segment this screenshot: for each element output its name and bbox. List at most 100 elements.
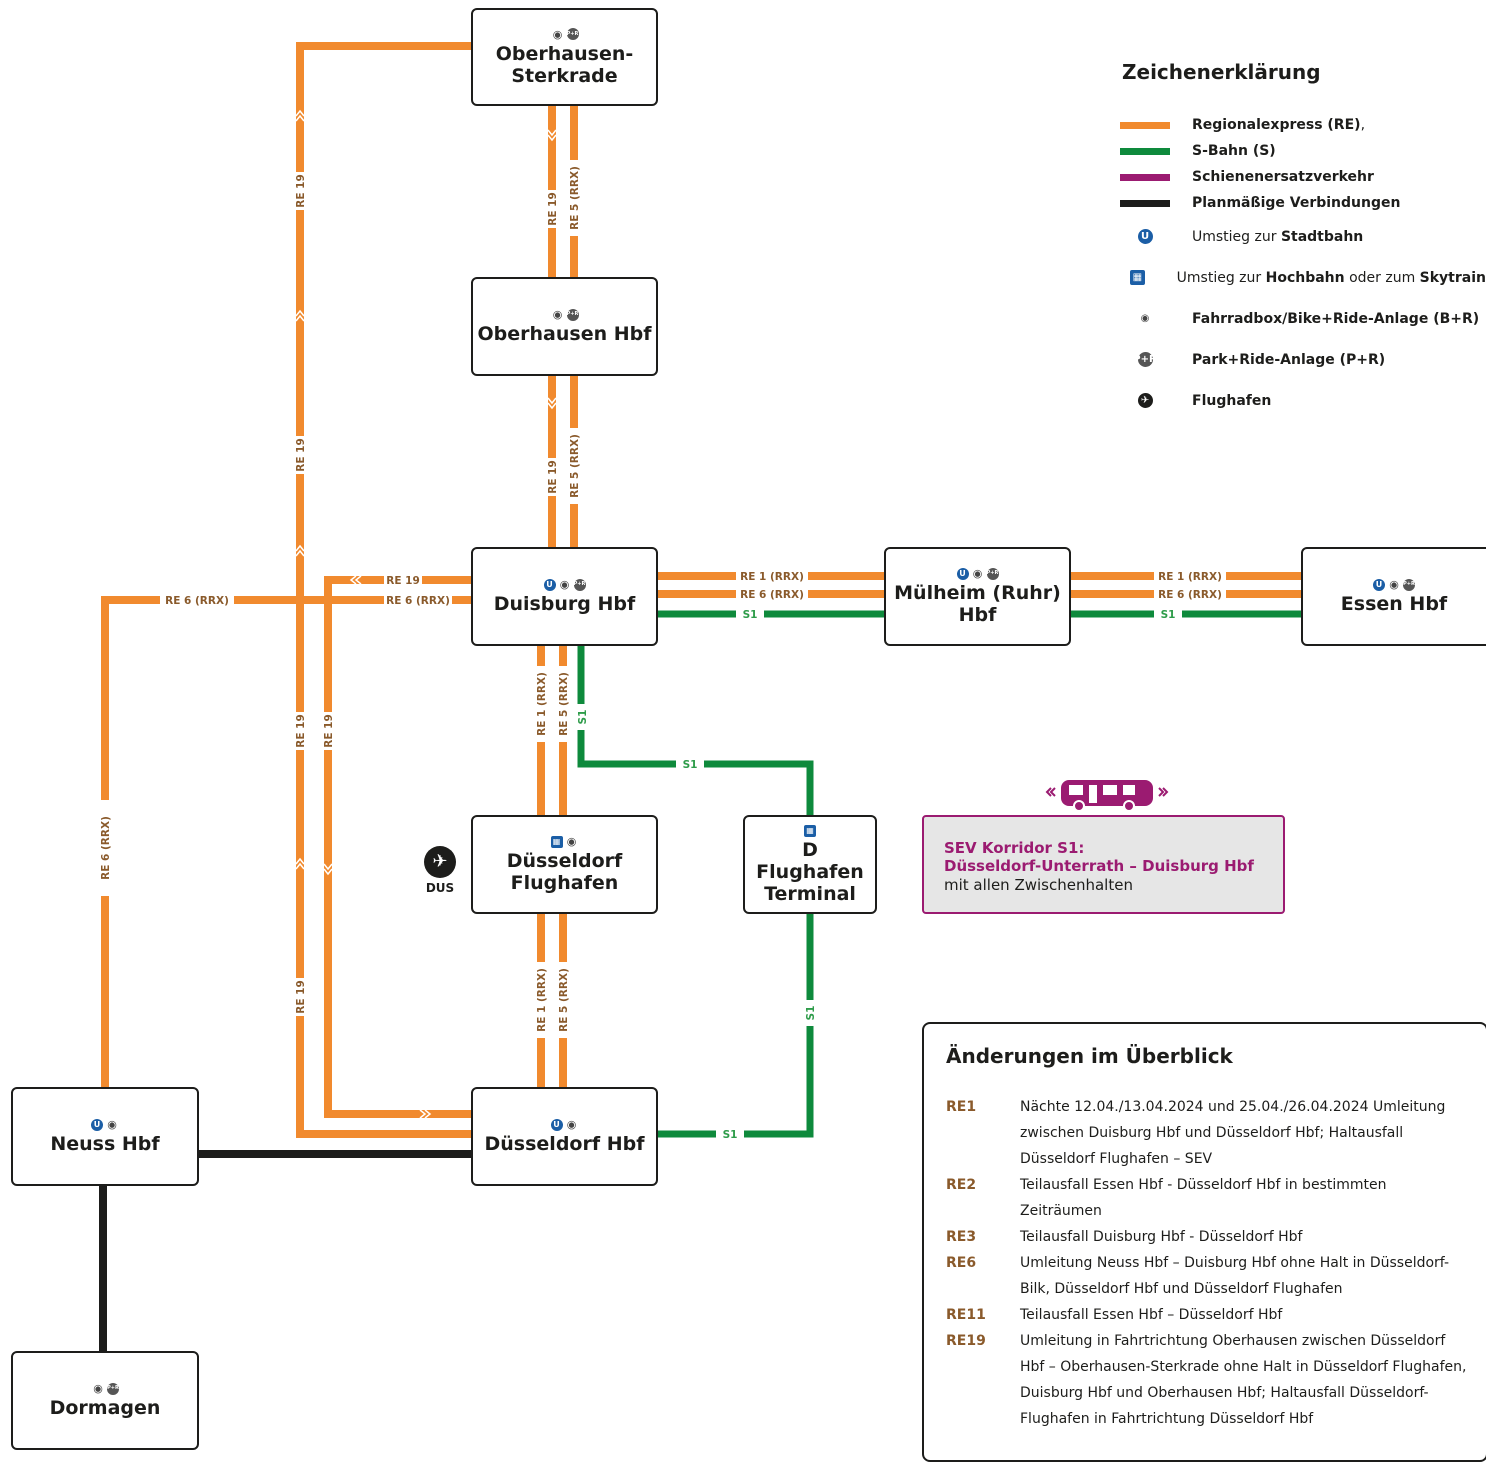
bike-icon: ◉ [566, 1118, 577, 1131]
station-muelheim[interactable]: U◉P+R Mülheim (Ruhr) Hbf [884, 547, 1071, 646]
bike-icon: ◉ [107, 1118, 117, 1131]
park-ride-icon: P+R [1403, 578, 1415, 591]
u-bahn-icon: U [956, 567, 969, 580]
label-re19-b: RE 19 [295, 438, 307, 472]
label-re5-a: RE 5 (RRX) [569, 166, 581, 230]
station-name: Essen Hbf [1340, 593, 1448, 615]
legend-s: S-Bahn (S) [1192, 143, 1276, 159]
label-re6-east2: RE 6 (RRX) [1158, 589, 1222, 601]
station-d-flughafen-terminal[interactable]: ▦ D Flughafen Terminal [743, 815, 877, 914]
airport-code: DUS [425, 881, 455, 895]
line-labels: RE 19 RE 19 RE 19 RE 19 RE 19 RE 19 RE 1… [97, 160, 1226, 1141]
label-re1-b: RE 1 (RRX) [536, 968, 548, 1032]
station-name: Dormagen [49, 1397, 161, 1419]
label-re5-b: RE 5 (RRX) [569, 434, 581, 498]
u-bahn-icon: U [91, 1118, 103, 1131]
station-name: Düsseldorf Hbf [484, 1133, 645, 1155]
plan-swatch [1120, 199, 1170, 207]
label-s1-duesseldorf: S1 [723, 1129, 738, 1141]
sev-route: Düsseldorf-Unterrath – Duisburg Hbf [944, 857, 1254, 875]
legend-row-pr: P+R Park+Ride-Anlage (P+R) [1120, 339, 1486, 380]
bike-icon: ◉ [552, 308, 563, 321]
skytrain-icon: ▦ [550, 835, 563, 848]
skytrain-icon: ▦ [1129, 270, 1145, 285]
label-re6-west: RE 6 (RRX) [165, 595, 229, 607]
park-ride-icon: P+R [1133, 352, 1157, 367]
label-re6-east1: RE 6 (RRX) [740, 589, 804, 601]
label-re1-a: RE 1 (RRX) [536, 672, 548, 736]
s-swatch [1120, 147, 1170, 155]
station-name: Mülheim (Ruhr) Hbf [894, 582, 1061, 626]
station-name: Düsseldorf Flughafen [506, 850, 623, 894]
park-ride-icon: P+R [566, 308, 579, 321]
legend-row-bike: ◉ Fahrradbox/Bike+Ride-Anlage (B+R) [1120, 298, 1486, 339]
station-duisburg-hbf[interactable]: U◉P+R Duisburg Hbf [471, 547, 658, 646]
label-re1-east2: RE 1 (RRX) [1158, 571, 1222, 583]
legend-row-re: Regionalexpress (RE), [1120, 112, 1486, 138]
station-duesseldorf-flughafen[interactable]: ▦◉ Düsseldorf Flughafen [471, 815, 658, 914]
label-re6-vertical: RE 6 (RRX) [100, 816, 112, 880]
airport-marker: ✈ DUS [420, 846, 460, 895]
park-ride-icon: P+R [986, 567, 999, 580]
label-re6-duisburg: RE 6 (RRX) [386, 595, 450, 607]
bus-icon [1045, 780, 1169, 812]
legend-row-air: ✈ Flughafen [1120, 380, 1486, 421]
station-name: Neuss Hbf [50, 1133, 160, 1155]
station-name: Oberhausen Hbf [477, 323, 652, 345]
bike-icon: ◉ [566, 835, 577, 848]
airplane-icon: ✈ [1137, 393, 1153, 408]
station-name: Oberhausen- Sterkrade [495, 42, 634, 87]
label-re5-d: RE 5 (RRX) [558, 968, 570, 1032]
label-re19-a: RE 19 [295, 174, 307, 208]
re-swatch [1120, 121, 1170, 129]
label-re19-d: RE 19 [323, 714, 335, 748]
u-bahn-icon: U [1373, 578, 1385, 591]
legend-air: Flughafen [1192, 392, 1272, 409]
u-bahn-icon: U [1137, 229, 1153, 244]
label-re1-east1: RE 1 (RRX) [740, 571, 804, 583]
station-duesseldorf-hbf[interactable]: U◉ Düsseldorf Hbf [471, 1087, 658, 1186]
legend-plan: Planmäßige Verbindungen [1192, 195, 1401, 211]
airplane-icon: ✈ [424, 846, 456, 878]
label-s1-duisburg: S1 [577, 710, 589, 725]
legend: Zeichenerklärung Regionalexpress (RE), S… [1120, 60, 1486, 421]
u-bahn-icon: U [543, 578, 556, 591]
label-re19-g: RE 19 [547, 460, 559, 494]
sev-title: SEV Korridor S1: [944, 839, 1085, 857]
sev-note: mit allen Zwischenhalten [944, 876, 1133, 894]
legend-re: Regionalexpress (RE) [1192, 117, 1361, 133]
planned-lines [99, 1150, 472, 1352]
bike-icon: ◉ [1140, 312, 1150, 324]
bike-icon: ◉ [93, 1382, 103, 1395]
legend-bike: Fahrradbox/Bike+Ride-Anlage (B+R) [1192, 310, 1480, 327]
legend-row-sky: ▦ Umstieg zur Hochbahn oder zum Skytrain [1120, 257, 1486, 298]
bike-icon: ◉ [1389, 578, 1399, 591]
label-s1-east2: S1 [1161, 609, 1176, 621]
station-oberhausen-sterkrade[interactable]: ◉P+R Oberhausen- Sterkrade [471, 8, 658, 106]
skytrain-icon: ▦ [804, 824, 816, 837]
label-re19-c: RE 19 [295, 714, 307, 748]
station-dormagen[interactable]: ◉P+R Dormagen [11, 1351, 199, 1450]
park-ride-icon: P+R [573, 578, 586, 591]
station-oberhausen-hbf[interactable]: ◉P+R Oberhausen Hbf [471, 277, 658, 376]
legend-pr: Park+Ride-Anlage (P+R) [1192, 351, 1386, 368]
legend-sev: Schienenersatzverkehr [1192, 169, 1374, 185]
label-s1-east1: S1 [743, 609, 758, 621]
label-re19-duisburg: RE 19 [386, 575, 420, 587]
bike-icon: ◉ [552, 27, 563, 41]
station-name: Duisburg Hbf [493, 593, 636, 615]
station-neuss-hbf[interactable]: U ◉ Neuss Hbf [11, 1087, 199, 1186]
sev-info-box: SEV Korridor S1: Düsseldorf-Unterrath – … [922, 815, 1285, 914]
legend-title: Zeichenerklärung [1122, 60, 1321, 84]
changes-title: Änderungen im Überblick [946, 1044, 1233, 1068]
sev-swatch [1120, 173, 1170, 181]
station-essen-hbf[interactable]: U ◉ P+R Essen Hbf [1301, 547, 1486, 646]
